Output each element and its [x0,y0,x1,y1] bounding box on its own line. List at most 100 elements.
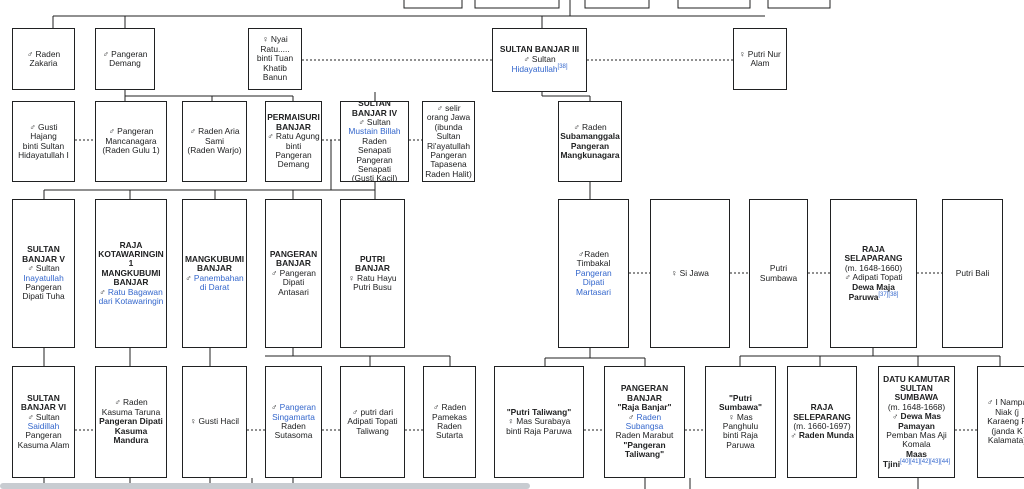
person-text-span: Sutasoma [274,430,313,441]
person-text-span: ♂ Raden [573,121,607,132]
top-box-4 [677,0,751,9]
person-box-putri-bali[interactable]: Putri Bali [942,199,1003,348]
person-title-text: SUMBAWA [894,392,939,403]
person-text-span: (janda K [991,425,1023,436]
person-title-text: Mangkunagara [560,149,620,160]
person-title-text: Taliwang" [624,449,665,460]
person-link[interactable]: Pangeran [575,267,612,278]
person-link[interactable]: Inayatullah [23,272,64,283]
person-link[interactable]: Mustain Billah [348,126,401,137]
person-line: Pamayan [883,421,950,431]
person-link[interactable]: Subangsa [625,421,664,431]
person-title-text: "Pangeran [623,439,666,450]
person-text-span: Panghulu [722,421,759,431]
person-link[interactable]: Hidayatullah [511,64,558,75]
person-line: ♀ Mas Surabaya [506,417,572,426]
person-line: SULTAN BANJAR III [495,45,584,54]
person-title-text: Pangeran Dipati [99,416,163,427]
person-line: ♂ Sultan [348,116,400,127]
person-line: Putri Busu [348,282,396,292]
person-title-text: BANJAR [627,392,662,403]
person-title-text: KOTAWARINGIN [98,248,164,259]
person-link[interactable]: Dipati [582,277,605,288]
person-title-text: BANJAR [276,258,311,269]
person-line: Panghulu [719,421,762,431]
person-title-text: DATU KAMUTAR [883,373,950,384]
person-line: Kasuma Alam [17,439,70,450]
person-title-text: RAJA [862,243,885,254]
person-box-si-jawa[interactable]: ♀ Si Jawa [650,199,730,348]
person-link[interactable]: Ratu Bagawan [107,286,163,297]
reference-link[interactable]: [40][41][42][43][44] [900,459,951,466]
person-text-span: ♂ Sultan [358,116,391,127]
person-link[interactable]: Pangeran [279,402,316,413]
person-line: Pamekas [432,412,467,422]
person-text-span: Kasuma Alam [17,439,70,450]
person-text-span: binti Raja Paruwa [506,425,572,436]
person-link[interactable]: dari Kotawaringin [98,296,164,307]
person-line: Pemban Mas Aji [883,430,950,440]
person-link[interactable]: Panembahan [193,272,244,283]
person-text-span: ♂ putri dari [351,406,394,417]
person-line: orang Jawa [425,113,472,122]
person-link[interactable]: di Darat [199,281,230,292]
person-box-gusti-hacil[interactable]: ♀ Gusti Hacil [182,366,247,478]
person-line: binti Sultan [15,141,72,151]
person-link[interactable]: Martasari [576,286,611,297]
person-line: Kasuma Taruna [99,407,163,417]
person-title-text: BANJAR [276,121,311,132]
reference-link[interactable]: [37][38] [878,291,899,298]
person-title-text: PANGERAN [620,383,669,394]
person-box-sultan-banjar-iii[interactable]: SULTAN BANJAR III♂ Sultan Hidayatullah[3… [492,28,587,92]
person-line: ♂ putri dari [347,406,397,417]
person-line: Raden [432,421,467,431]
person-link[interactable]: Saidillah [27,421,60,431]
person-link[interactable]: Raden [636,411,662,422]
person-line: Mangkunagara [560,149,620,160]
person-text-span: binti Raja [723,430,758,441]
reference-link[interactable]: [38] [557,64,568,71]
person-title-text: Paruwa [848,291,879,302]
person-title-text: BANJAR VI [20,402,67,413]
person-line: Martasari [575,286,611,297]
person-link[interactable]: Singamarta [272,411,315,422]
horizontal-scrollbar[interactable] [0,483,530,489]
person-line: ♂ Pangeran [270,268,317,278]
